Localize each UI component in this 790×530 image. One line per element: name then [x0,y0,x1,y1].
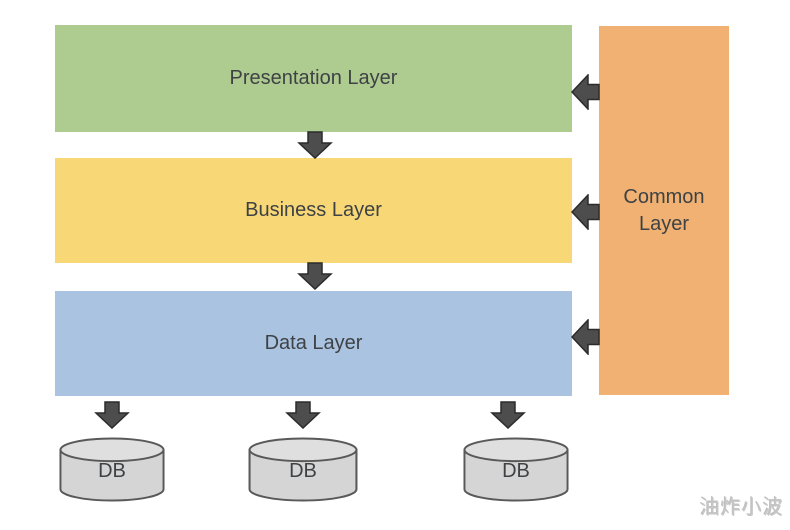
database-cylinder: DB [247,437,359,502]
data-layer-box: Data Layer [55,291,572,396]
data-layer-label: Data Layer [264,332,363,354]
down-arrow-icon [94,401,130,429]
presentation-layer-label: Presentation Layer [229,67,398,89]
left-arrow-icon [571,74,600,110]
database-cylinder: DB [58,437,166,502]
common-layer-label: Common Layer [623,185,705,235]
database-label: DB [289,460,317,482]
database-cylinder-icon [463,437,569,502]
database-cylinder-icon [59,437,165,502]
down-arrow-icon [285,401,321,429]
database-label: DB [98,460,126,482]
down-arrow-icon [297,131,333,159]
watermark: 油炸小波 [700,497,784,519]
business-layer-label: Business Layer [245,199,382,221]
left-arrow-icon [571,319,600,355]
left-arrow-icon [571,194,600,230]
business-layer-box: Business Layer [55,158,572,263]
down-arrow-icon [297,262,333,290]
database-cylinder-icon [248,437,358,502]
database-cylinder: DB [462,437,570,502]
database-label: DB [502,460,530,482]
common-layer-box: Common Layer [599,26,729,395]
presentation-layer-box: Presentation Layer [55,25,572,132]
down-arrow-icon [490,401,526,429]
